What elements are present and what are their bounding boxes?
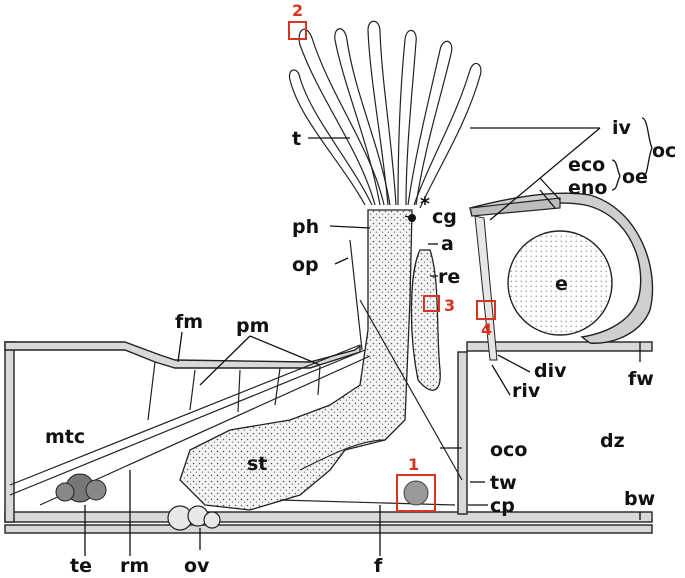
marker-label-4: 4 [481,320,492,339]
basal-wall [4,511,653,523]
label-bw: bw [624,488,655,510]
label-oco: oco [490,439,527,461]
label-e: e [555,273,568,295]
marker-box-3 [423,295,440,312]
label-fw: fw [628,368,654,390]
leader-lines [84,117,653,556]
label-rm: rm [120,555,149,577]
funiculus [279,499,456,506]
basal-wall-lower [4,524,653,534]
caecum-line [299,439,386,471]
opercular-muscle [349,239,363,351]
label-re: re [438,266,460,288]
label-eno: eno [568,177,607,199]
tentacle-crown [288,20,482,209]
marker-label-3: 3 [444,296,455,315]
label-tw: tw [490,472,517,494]
label-cp: cp [490,495,515,517]
gut [179,209,441,511]
stomach [179,209,413,511]
label-mtc: mtc [45,426,85,448]
inner-vesicle-wall [474,215,498,361]
label-asterisk: * [420,193,430,215]
label-dz: dz [600,430,625,452]
label-ph: ph [292,216,319,238]
label-div: div [534,360,567,382]
testis [55,473,107,503]
embryo [507,230,613,336]
red-markers: 1 2 3 4 [288,1,496,512]
marker-box-2 [288,21,307,40]
label-eco: eco [568,154,605,176]
label-fm: fm [175,311,203,333]
marker-box-1 [396,474,436,512]
ooecium-cap [469,197,561,217]
transverse-wall [457,351,468,515]
marker-1-specimen [403,480,429,506]
labels: t ph op * cg a re fm pm mtc st te rm ov … [45,117,676,577]
label-cg: cg [432,206,457,228]
label-oe: oe [622,166,648,188]
ovary [167,505,221,531]
label-op: op [292,254,319,276]
label-riv: riv [512,380,541,402]
marker-label-2: 2 [292,1,303,20]
label-a: a [441,233,454,255]
rectum [410,249,441,391]
label-pm: pm [236,315,269,337]
marker-box-4 [476,300,496,320]
label-st: st [247,453,267,475]
frontal-wall-left [4,341,361,369]
label-f: f [374,555,383,577]
left-wall [4,341,15,523]
marker-label-1: 1 [408,455,419,474]
label-te: te [70,555,92,577]
label-oc: oc [652,140,676,162]
retractor-muscle-1 [9,344,361,486]
retractor-muscle-2 [9,349,366,496]
zooid-walls [4,192,654,534]
label-ov: ov [184,555,210,577]
frontal-wall-right [466,341,653,352]
oco-muscle [359,299,463,481]
label-t: t [292,128,301,150]
label-iv: iv [612,117,632,139]
